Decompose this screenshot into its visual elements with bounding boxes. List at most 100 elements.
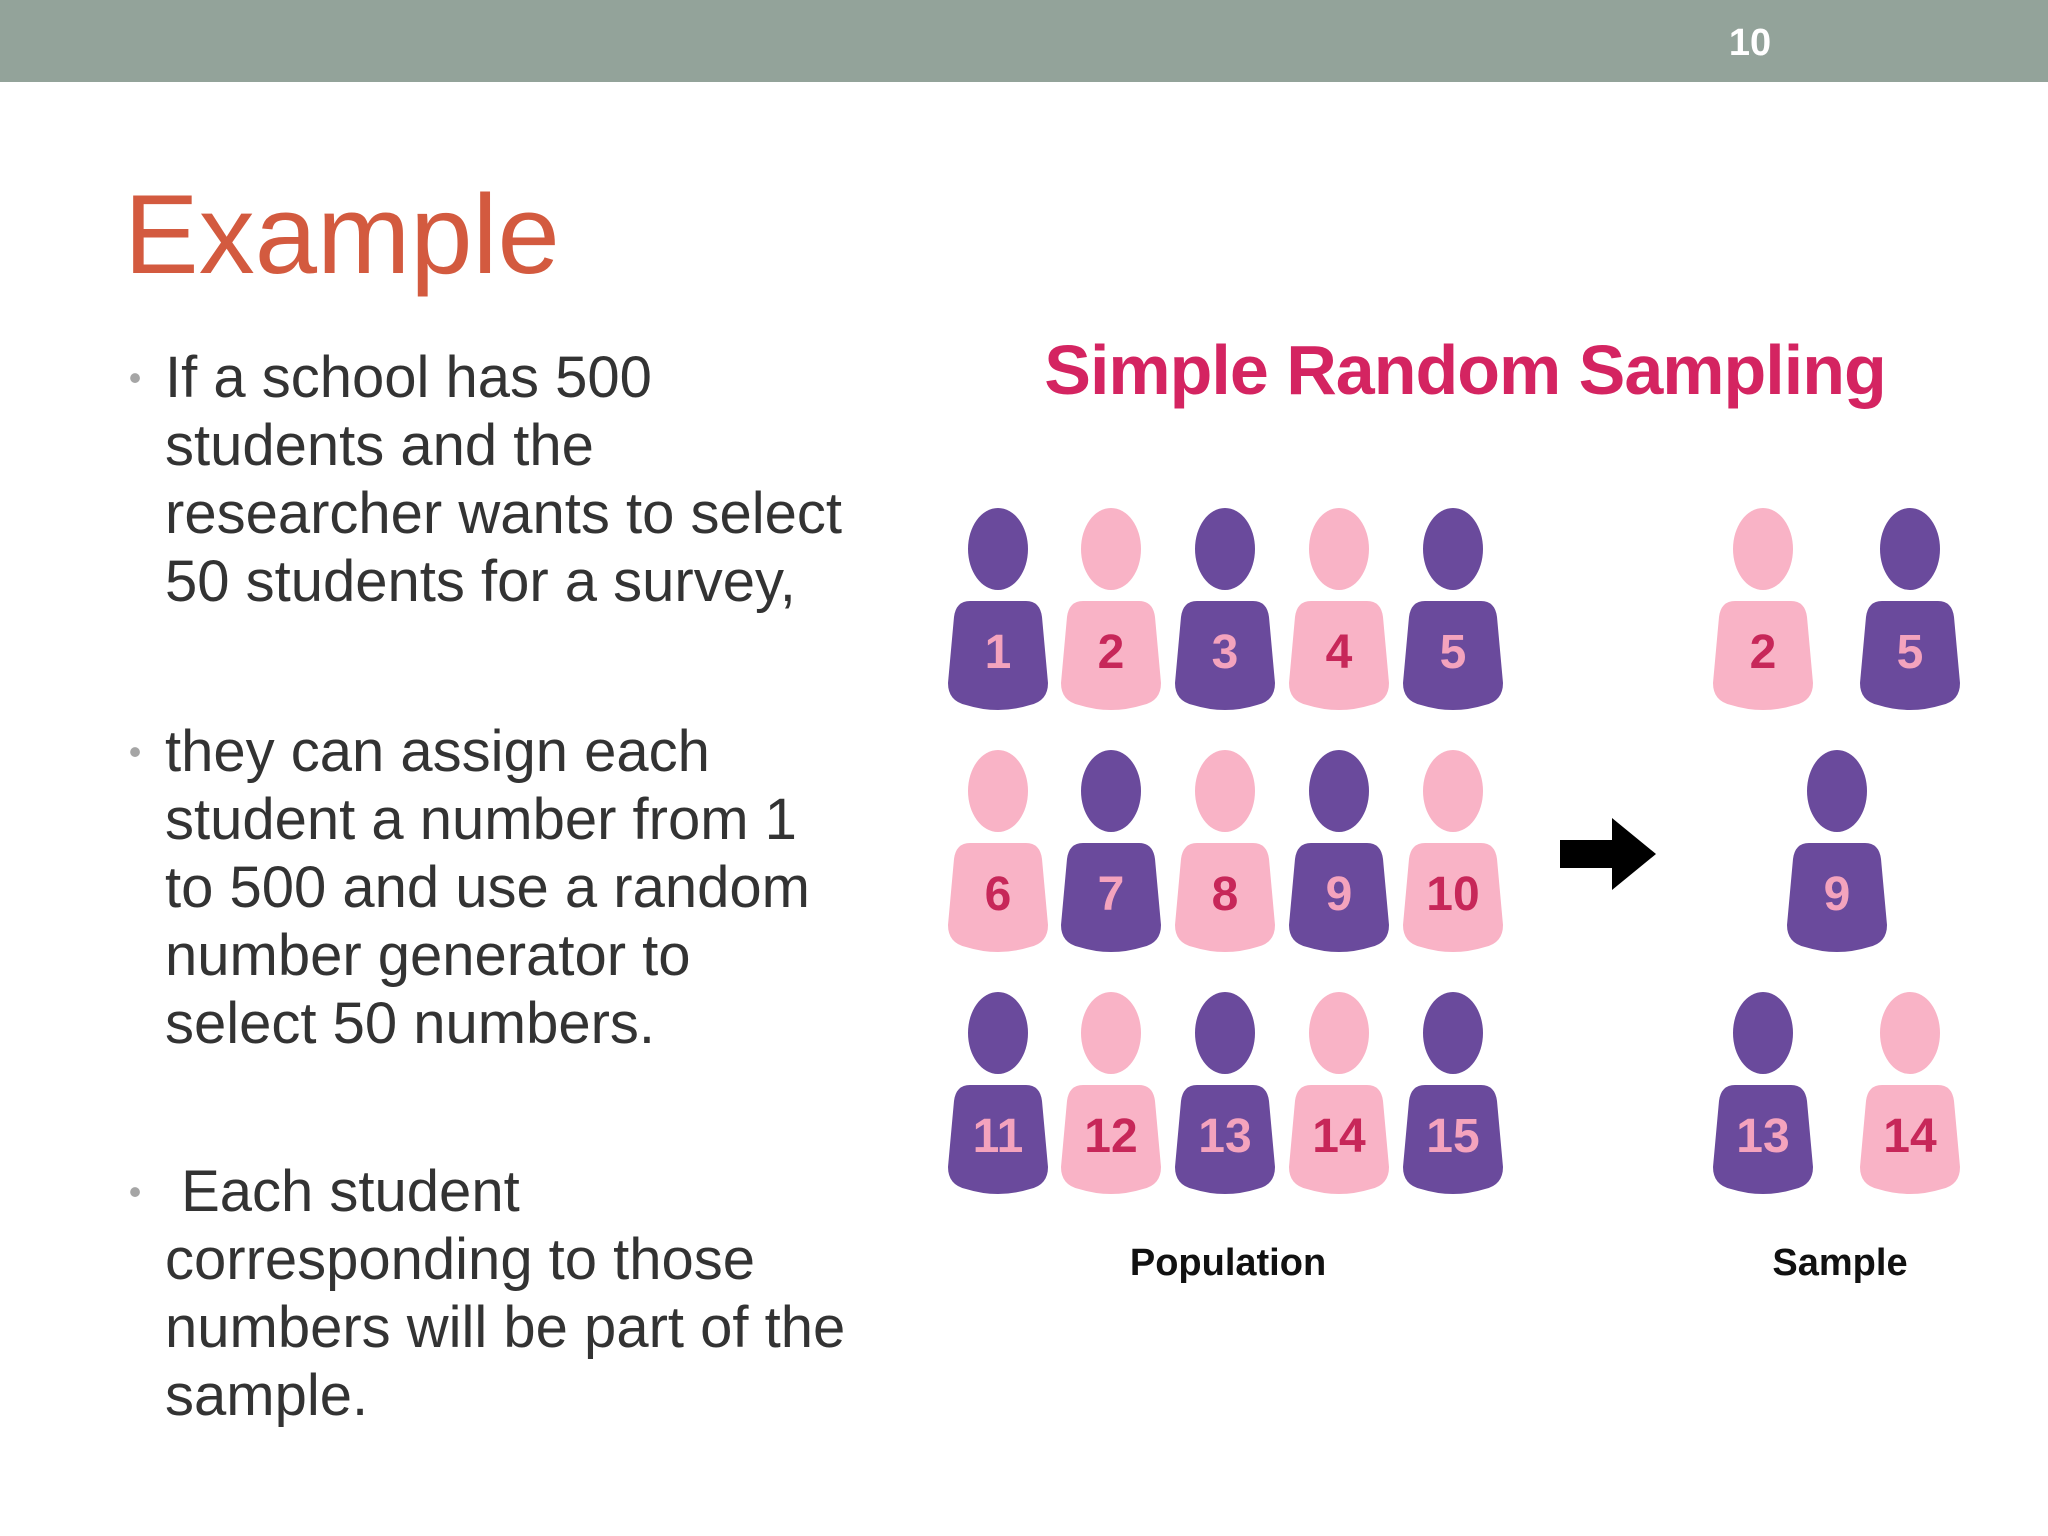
person-body <box>948 1085 1048 1194</box>
person-number: 12 <box>1084 1110 1138 1163</box>
person-body <box>1175 1085 1275 1194</box>
person-figure: 11 <box>948 989 1048 1199</box>
bullet-line: they can assign each <box>165 719 710 784</box>
person-number: 9 <box>1325 868 1353 921</box>
person-head <box>1309 992 1369 1074</box>
bullet-line: 50 students for a survey, <box>165 549 796 614</box>
header-bar: 10 <box>0 0 2048 82</box>
person-body <box>948 601 1048 710</box>
person-body <box>1175 601 1275 710</box>
person-icon <box>1061 992 1161 1194</box>
person-number: 5 <box>1896 626 1924 679</box>
person-number: 9 <box>1823 868 1851 921</box>
person-head <box>1733 508 1793 590</box>
person-head <box>1309 508 1369 590</box>
person-icon <box>1289 992 1389 1194</box>
person-body <box>1289 601 1389 710</box>
person-body <box>1061 601 1161 710</box>
person-icon <box>1403 992 1503 1194</box>
person-icon <box>1403 508 1503 710</box>
person-body <box>1787 843 1887 952</box>
person-head <box>1880 992 1940 1074</box>
person-figure: 14 <box>1860 989 1960 1199</box>
person-head <box>1081 992 1141 1074</box>
person-head <box>1423 992 1483 1074</box>
person-number: 14 <box>1312 1110 1366 1163</box>
infographic-title: Simple Random Sampling <box>1044 331 1886 409</box>
person-figure: 4 <box>1289 505 1389 715</box>
person-head <box>968 750 1028 832</box>
person-icon <box>1175 750 1275 952</box>
person-body <box>1061 1085 1161 1194</box>
person-figure: 1 <box>948 505 1048 715</box>
person-number: 6 <box>984 868 1012 921</box>
person-figure: 3 <box>1175 505 1275 715</box>
bullet-item: • Each student corresponding to those nu… <box>120 1158 846 1430</box>
person-number: 1 <box>984 626 1012 679</box>
person-head <box>1081 508 1141 590</box>
person-body <box>1860 601 1960 710</box>
bullet-line: researcher wants to select <box>165 481 842 546</box>
bullet-line: to 500 and use a random <box>165 855 810 920</box>
person-number: 15 <box>1426 1110 1480 1163</box>
bullet-dot-icon: • <box>128 357 142 398</box>
person-icon <box>1713 508 1813 710</box>
person-body <box>1713 1085 1813 1194</box>
slide-number: 10 <box>1728 22 1772 64</box>
sample-label: Sample <box>1772 1242 1908 1284</box>
person-icon <box>1289 508 1389 710</box>
bullet-item: • they can assign each student a number … <box>120 718 810 1058</box>
person-head <box>1807 750 1867 832</box>
bullet-line: number generator to <box>165 923 691 988</box>
person-figure: 10 <box>1403 747 1503 957</box>
person-figure: 7 <box>1061 747 1161 957</box>
bullet-line: corresponding to those <box>165 1227 756 1292</box>
person-head <box>968 992 1028 1074</box>
person-icon <box>948 508 1048 710</box>
person-figure: 13 <box>1175 989 1275 1199</box>
person-head <box>1423 750 1483 832</box>
person-figure: 2 <box>1061 505 1161 715</box>
person-body <box>1175 843 1275 952</box>
person-figure: 5 <box>1403 505 1503 715</box>
bullet-line: Each student <box>165 1159 520 1224</box>
person-body <box>1860 1085 1960 1194</box>
person-body <box>948 843 1048 952</box>
person-number: 10 <box>1426 868 1480 921</box>
person-icon <box>1061 750 1161 952</box>
person-figure: 2 <box>1713 505 1813 715</box>
person-head <box>968 508 1028 590</box>
person-icon <box>1787 750 1887 952</box>
person-number: 3 <box>1211 626 1239 679</box>
person-head <box>1733 992 1793 1074</box>
person-body <box>1061 843 1161 952</box>
person-number: 13 <box>1736 1110 1790 1163</box>
person-number: 13 <box>1198 1110 1252 1163</box>
person-head <box>1195 992 1255 1074</box>
person-figure: 6 <box>948 747 1048 957</box>
person-head <box>1309 750 1369 832</box>
bullet-dot-icon: • <box>128 731 142 772</box>
person-icon <box>1289 750 1389 952</box>
person-icon <box>1175 992 1275 1194</box>
person-number: 2 <box>1749 626 1777 679</box>
person-figure: 9 <box>1787 747 1887 957</box>
person-icon <box>1403 750 1503 952</box>
person-figure: 12 <box>1061 989 1161 1199</box>
bullet-text: If a school has 500 students and the res… <box>165 344 842 616</box>
person-head <box>1880 508 1940 590</box>
person-body <box>1289 1085 1389 1194</box>
person-number: 5 <box>1439 626 1467 679</box>
bullet-dot-icon: • <box>128 1171 142 1212</box>
person-figure: 8 <box>1175 747 1275 957</box>
person-icon <box>1175 508 1275 710</box>
person-body <box>1289 843 1389 952</box>
bullet-line: student a number from 1 <box>165 787 797 852</box>
bullet-line: students and the <box>165 413 594 478</box>
person-body <box>1403 843 1503 952</box>
person-number: 7 <box>1097 868 1125 921</box>
person-figure: 15 <box>1403 989 1503 1199</box>
person-icon <box>1061 508 1161 710</box>
bullet-line: numbers will be part of the <box>165 1295 846 1360</box>
person-icon <box>1860 992 1960 1194</box>
